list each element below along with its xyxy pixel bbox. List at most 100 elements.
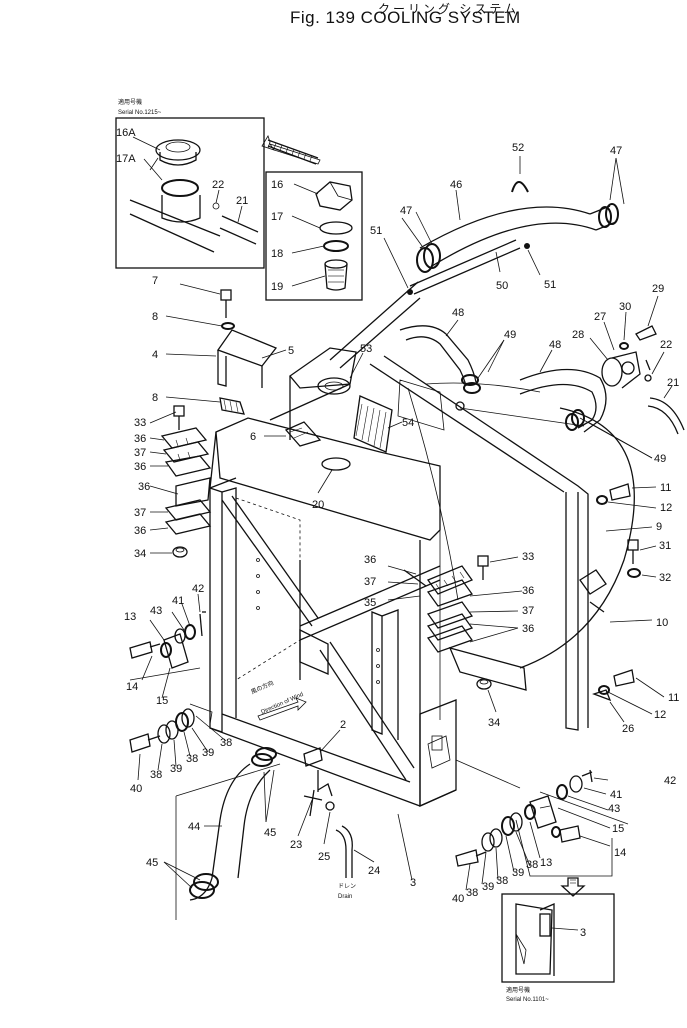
callout-c36c: 36 [138,481,150,493]
left-lower-hardware [129,593,206,699]
hose-46 [419,206,591,249]
washer-41-right [569,775,583,793]
callout-c2: 2 [340,719,346,731]
washer-12-lower [598,685,610,695]
hose-44 [211,763,251,879]
upper-hose-assembly [329,156,625,369]
callout-c13a: 13 [124,611,136,623]
callout-c3a: 3 [410,877,416,889]
callout-c40b: 40 [452,893,464,905]
hose-21 [649,397,685,431]
callout-c17a: 17A [116,153,136,165]
callout-c36g: 36 [522,623,534,635]
callout-c20: 20 [312,499,324,511]
end-plate-3 [419,699,457,808]
wind-arrow [257,697,307,721]
bracket-6 [284,421,322,447]
gasket-17a [161,179,199,197]
callout-c16: 16 [271,179,283,191]
callout-c37b: 37 [134,507,146,519]
bolt-40-right [455,849,479,867]
cushion-34-left [172,546,188,558]
callout-c25: 25 [318,851,330,863]
callout-c48a: 48 [452,307,464,319]
callout-c34b: 34 [488,717,500,729]
callout-c38d: 38 [466,887,478,899]
callout-c9: 9 [656,521,662,533]
callout-c6: 6 [250,431,256,443]
left-lower-bolt-stack [129,703,227,781]
callout-c36d: 36 [134,525,146,537]
drain-label-en: Drain [338,894,352,900]
callout-c16a: 16A [116,127,136,139]
upper-tank-body [215,417,441,541]
callout-c12b: 12 [654,709,666,721]
callout-c38a: 38 [150,769,162,781]
upper-right-hoses [399,319,653,459]
inset-top-serial-jp: 適用号機 [118,98,142,106]
drain-hose-24 [335,829,347,878]
washer-13-left [160,642,172,658]
bolt-33-right [477,555,489,567]
right-lower-hardware [427,735,629,891]
fan-shroud [369,355,653,731]
callout-c8b: 8 [152,392,158,404]
callout-c26: 26 [622,723,634,735]
inset-down-arrow [560,877,586,897]
callout-c51a: 51 [370,225,382,237]
callout-c30: 30 [619,301,631,313]
bolt-14-left [129,641,153,659]
callout-c44: 44 [188,821,200,833]
callout-c36e: 36 [364,554,376,566]
figure-title: Fig. 139 COOLING SYSTEM [290,8,521,27]
clamp-49-left [461,374,479,386]
housing-27 [611,351,641,389]
washer-38-left [157,724,171,744]
clip-22 [644,374,652,382]
callout-c33a: 33 [134,417,146,429]
washer-38-right [481,832,495,852]
drain-valve-23 [317,783,333,797]
hose-48-left [399,325,477,383]
right-mounts [592,483,665,723]
callout-c14a: 14 [126,681,138,693]
bracket-26 [592,689,612,702]
bolt-31 [627,539,639,551]
inset-bottom-serial-jp: 適用号機 [506,986,530,994]
drain-assembly: ドレン Drain [297,729,413,900]
callout-c45a: 45 [264,827,276,839]
japanese-title: クーリング システム [378,2,519,16]
screen-54 [353,395,393,453]
callout-c37d: 37 [522,605,534,617]
inset-cap-parts [265,171,363,301]
callout-c49b: 49 [654,453,666,465]
clamp-47-upper [605,203,619,225]
bolt-11-lower [613,669,635,687]
callout-c34a: 34 [134,548,146,560]
callout-c48b: 48 [549,339,561,351]
wind-label-en: Direction of Wind [260,692,304,716]
clamp-45-upper [251,753,273,767]
callout-c10: 10 [656,617,668,629]
callout-c39c: 39 [482,881,494,893]
pin-42-left [199,613,203,637]
callout-c27: 27 [594,311,606,323]
inset-pointer-arrow [261,135,321,165]
wind-label-jp: 風の方向 [250,679,275,696]
callout-c47a: 47 [610,145,622,157]
callout-c38c: 38 [220,737,232,749]
callout-c24: 24 [368,865,380,877]
left-lower-mount [149,477,212,558]
drain-bracket-2 [303,747,323,767]
callout-c50: 50 [496,280,508,292]
washer-8 [221,322,235,330]
gasket-17 [319,221,353,235]
callout-c37c: 37 [364,576,376,588]
center-mount [387,555,523,713]
callout-c11b: 11 [668,692,679,704]
callout-c37a: 37 [134,447,146,459]
thermostat-housing [589,295,685,435]
callout-c36a: 36 [134,433,146,445]
bolt-40-left [129,733,151,753]
hose-48-right [519,368,607,433]
